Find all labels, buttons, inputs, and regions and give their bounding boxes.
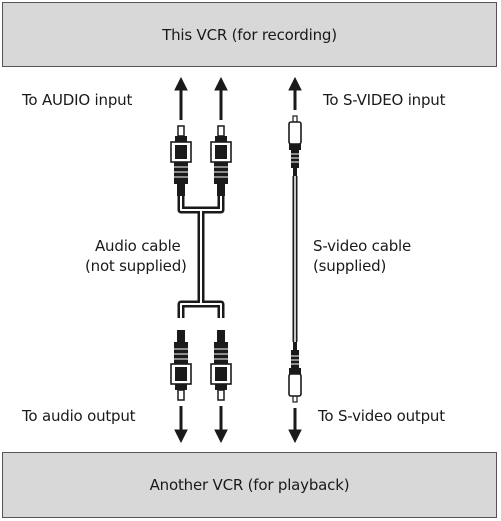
arrow-up-icon <box>214 76 228 120</box>
audio-output-label: To audio output <box>22 407 136 425</box>
arrow-down-icon <box>288 408 302 444</box>
recording-vcr-label: This VCR (for recording) <box>162 25 337 44</box>
playback-vcr-label: Another VCR (for playback) <box>149 476 350 494</box>
audio-input-label: To AUDIO input <box>22 91 133 109</box>
svideo-plug-icon <box>288 341 302 403</box>
rca-plug-icon <box>210 125 232 197</box>
svideo-output-label: To S-video output <box>318 407 445 425</box>
arrow-up-icon <box>288 76 302 110</box>
rca-plug-icon <box>210 329 232 401</box>
playback-vcr-box: Another VCR (for playback) <box>2 452 497 518</box>
svideo-input-label: To S-VIDEO input <box>323 91 446 109</box>
audio-cable <box>177 196 225 318</box>
audio-cable-label: Audio cable <box>95 237 181 255</box>
recording-vcr-box: This VCR (for recording) <box>2 2 497 67</box>
rca-plug-icon <box>170 329 192 401</box>
arrow-down-icon <box>174 406 188 444</box>
svideo-cable-note: (supplied) <box>313 257 387 275</box>
rca-plug-icon <box>170 125 192 197</box>
svideo-cable-label: S-video cable <box>313 237 412 255</box>
arrow-up-icon <box>174 76 188 120</box>
arrow-down-icon <box>214 406 228 444</box>
audio-cable-note: (not supplied) <box>85 257 187 275</box>
svideo-plug-icon <box>288 115 302 177</box>
